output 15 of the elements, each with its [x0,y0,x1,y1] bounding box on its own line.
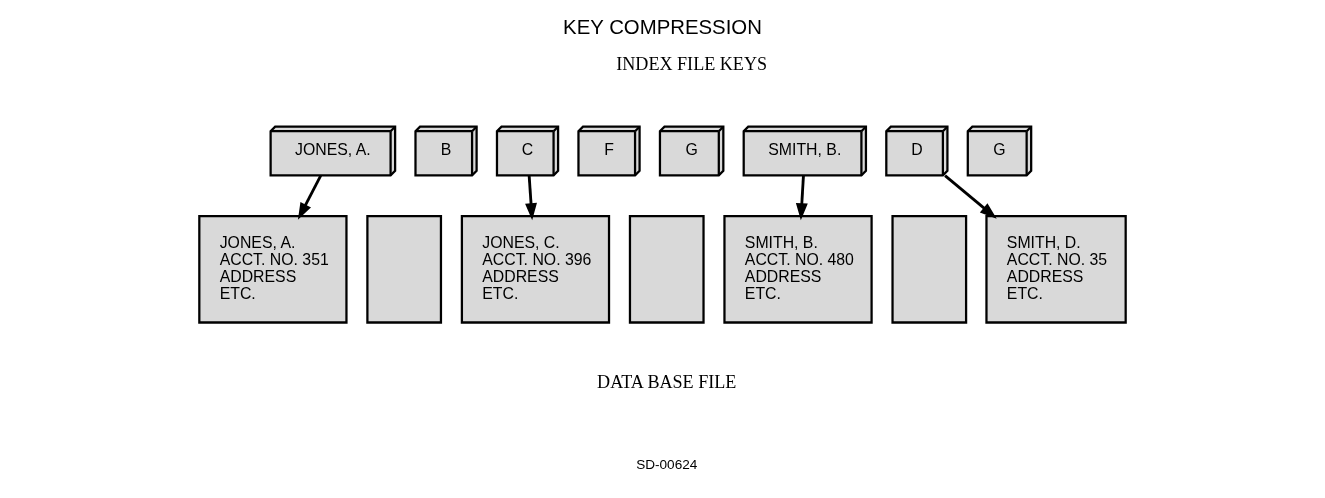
label: SD-00624 [636,456,698,472]
arrow [944,174,997,219]
node-box: JONES, C. ACCT. NO. 396 ADDRESS ETC. [460,214,611,324]
node-box [628,214,705,324]
node-box [366,214,443,324]
arrow [795,175,808,220]
node-box: JONES, A. ACCT. NO. 351 ADDRESS ETC. [198,214,348,324]
node-box: SMITH, D. ACCT. NO. 35 ADDRESS ETC. [985,214,1127,324]
label: INDEX FILE KEYS [616,53,768,74]
arrow [525,175,537,220]
node-box: SMITH, B. ACCT. NO. 480 ADDRESS ETC. [723,214,873,324]
node-box [891,214,968,324]
diagram-title: KEY COMPRESSION [563,15,762,38]
arrow [297,174,322,220]
label: DATA BASE FILE [597,371,737,392]
